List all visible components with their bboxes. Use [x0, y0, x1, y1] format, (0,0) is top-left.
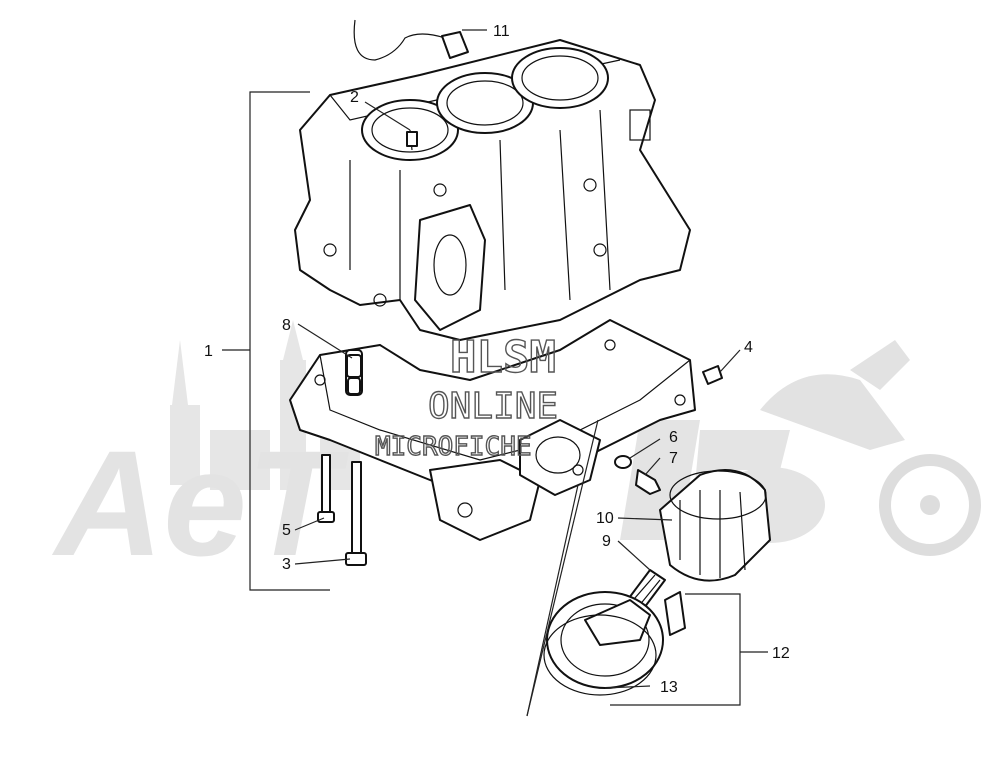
callout-3: 3	[282, 556, 291, 573]
oil-filter-10	[659, 469, 771, 582]
callout-5: 5	[282, 522, 291, 539]
bolt-7	[635, 469, 661, 495]
callout-1: 1	[204, 343, 213, 360]
plug-4	[702, 365, 723, 385]
knock-sensor-11	[353, 19, 469, 61]
hlsm-watermark: HLSM ONLINE MICROFICHE	[374, 331, 558, 462]
dowel-pin-8	[346, 354, 362, 395]
o-ring-13	[543, 614, 657, 696]
watermark: AeT	[51, 320, 981, 587]
callout-7: 7	[669, 450, 678, 467]
callout-13: 13	[660, 679, 678, 696]
callout-12: 12	[772, 645, 790, 662]
filter-cover-12	[546, 591, 686, 689]
oil-filter-flange	[519, 419, 601, 496]
washer-6	[614, 455, 632, 469]
callout-11: 11	[493, 23, 510, 40]
cylinder-block	[294, 39, 691, 341]
callout-9: 9	[602, 533, 611, 550]
callout-2: 2	[350, 89, 359, 106]
callout-8: 8	[282, 317, 291, 334]
motorcycle-silhouette-icon	[760, 340, 981, 556]
hlsm-micro: MICROFICHE	[375, 432, 532, 462]
hlsm-online: ONLINE	[428, 386, 558, 427]
bolt-3	[345, 461, 367, 566]
leader-lines	[222, 29, 768, 717]
callout-4: 4	[744, 339, 753, 356]
callout-6: 6	[669, 429, 678, 446]
hlsm-title: HLSM	[450, 332, 556, 383]
callout-10: 10	[596, 510, 614, 527]
watermark-brand: AeT	[51, 419, 350, 587]
bolt-5	[317, 454, 335, 523]
callout-labels: 1 2 3 4 5 6 7 8 9 10 11 12 13	[204, 23, 790, 696]
